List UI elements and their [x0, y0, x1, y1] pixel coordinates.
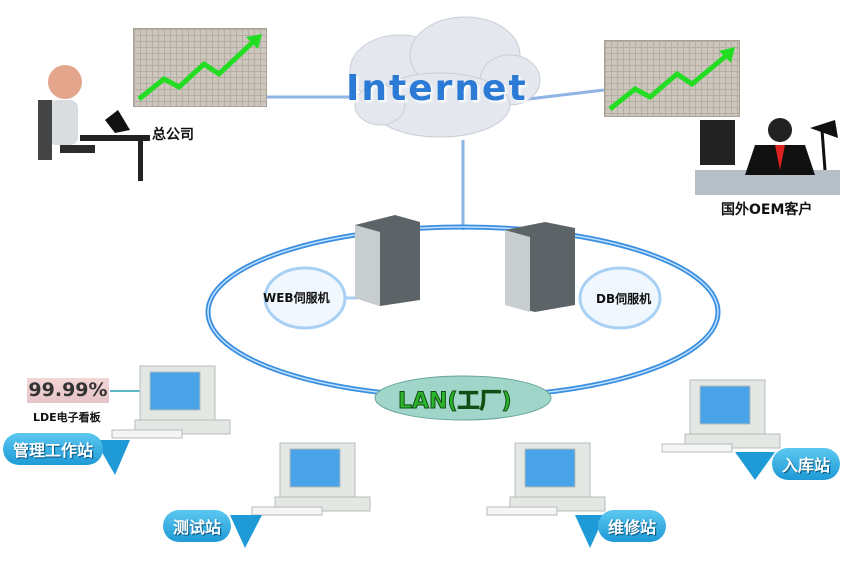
- station-management: 管理工作站: [3, 433, 104, 465]
- oem-label: 国外OEM客户: [721, 202, 813, 218]
- callout-pointers: [95, 440, 775, 548]
- board-value: 99.99%: [27, 378, 109, 403]
- web-server-bubble: [263, 266, 357, 330]
- computer-warehouse: [661, 379, 781, 453]
- oem-link: [519, 88, 605, 102]
- web-server-icon: [355, 215, 420, 306]
- lan-label: LAN(工厂): [398, 389, 513, 415]
- internet-label: Internet: [346, 68, 528, 109]
- internet-cloud: [349, 16, 541, 138]
- lan-badge: [374, 375, 552, 421]
- growth-arrow-icon: [137, 34, 262, 101]
- board-label: LDE电子看板: [33, 411, 101, 424]
- hq-person-icon: [38, 65, 150, 181]
- db-server-icon: [505, 222, 575, 312]
- oem-client-icon: [695, 118, 840, 195]
- station-repair: 维修站: [598, 510, 667, 542]
- db-server-label: DB伺服机: [596, 292, 652, 306]
- hq-label: 总公司: [152, 127, 194, 143]
- computer-repair: [486, 442, 606, 516]
- oem-growth-chart: [604, 40, 740, 117]
- computer-management: [111, 365, 231, 439]
- db-server-bubble: [578, 266, 662, 330]
- web-server-label: WEB伺服机: [263, 291, 330, 305]
- hq-growth-chart: [133, 28, 267, 107]
- growth-arrow-icon: [608, 47, 735, 111]
- station-test: 测试站: [163, 510, 232, 542]
- computer-test: [251, 442, 371, 516]
- station-warehouse: 入库站: [772, 448, 841, 480]
